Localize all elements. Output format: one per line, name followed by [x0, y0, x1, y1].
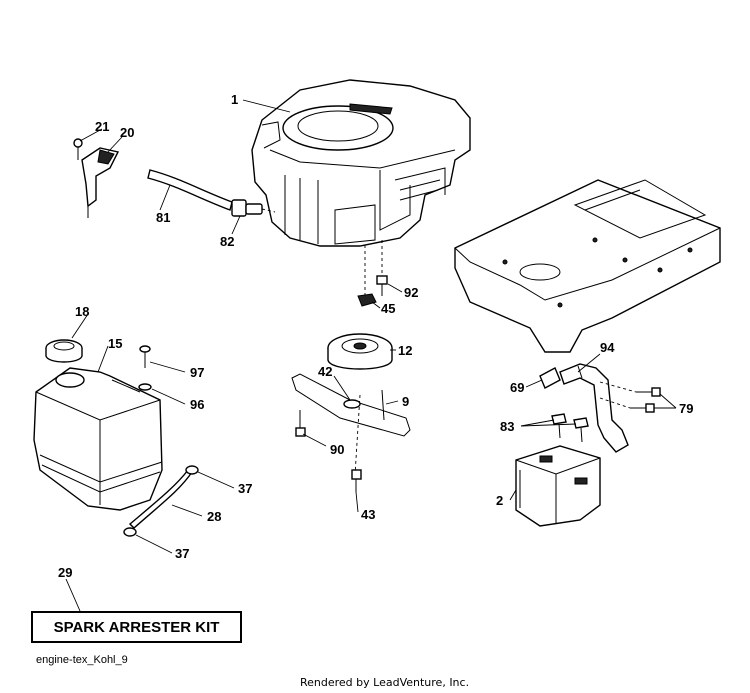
callout-2: 2 — [496, 493, 503, 508]
hose-clamp-37-bottom — [123, 527, 137, 537]
pulley — [327, 333, 393, 370]
callout-43: 43 — [361, 507, 375, 522]
callout-97: 97 — [190, 365, 204, 380]
callout-20: 20 — [120, 125, 134, 140]
bolt-83-left — [551, 413, 567, 439]
callout-1: 1 — [231, 92, 238, 107]
callout-18: 18 — [75, 304, 89, 319]
bolt-92 — [376, 275, 388, 296]
callout-92: 92 — [404, 285, 418, 300]
callout-29: 29 — [58, 565, 72, 580]
screw-97 — [139, 345, 151, 368]
callout-81: 81 — [156, 210, 170, 225]
callout-37-top: 37 — [238, 481, 252, 496]
fuel-line — [147, 169, 233, 211]
bolt-79-top — [636, 387, 661, 397]
bolt-90 — [295, 410, 306, 437]
callout-37-bottom: 37 — [175, 546, 189, 561]
callout-79: 79 — [679, 401, 693, 416]
hose-clamp-37-top — [185, 465, 199, 475]
callout-15: 15 — [108, 336, 122, 351]
callout-28: 28 — [207, 509, 221, 524]
exhaust-pipe — [559, 363, 629, 453]
nut-45 — [357, 293, 377, 307]
callout-42: 42 — [318, 364, 332, 379]
fuel-fitting — [231, 199, 276, 217]
washer-42 — [343, 399, 361, 409]
screw-21 — [73, 138, 83, 160]
fuel-cap — [45, 339, 83, 363]
callout-45: 45 — [381, 301, 395, 316]
frame-plate — [454, 179, 721, 353]
bolt-83-right — [573, 417, 589, 443]
callout-96: 96 — [190, 397, 204, 412]
fuel-hose — [128, 469, 194, 529]
bolt-79-bottom — [630, 403, 655, 413]
spark-arrester-kit-label[interactable]: SPARK ARRESTER KIT — [31, 611, 242, 643]
callout-9: 9 — [402, 394, 409, 409]
callout-82: 82 — [220, 234, 234, 249]
idler-bracket — [291, 373, 411, 437]
callout-69: 69 — [510, 380, 524, 395]
callout-90: 90 — [330, 442, 344, 457]
fuel-tank — [33, 367, 163, 511]
washer-96 — [138, 383, 152, 391]
leader-lines — [65, 99, 677, 612]
callouts: 1 21 20 81 82 92 45 12 18 15 97 96 42 9 … — [58, 92, 693, 580]
bolt-43 — [351, 469, 362, 492]
engine — [251, 79, 471, 247]
diagram-code: engine-tex_Kohl_9 — [36, 654, 128, 666]
muffler — [515, 445, 601, 527]
throttle-bracket — [81, 147, 120, 218]
footer-credit: Rendered by LeadVenture, Inc. — [300, 676, 470, 689]
callout-94: 94 — [600, 340, 615, 355]
callout-21: 21 — [95, 119, 109, 134]
gasket-69 — [539, 367, 561, 389]
callout-12: 12 — [398, 343, 412, 358]
callout-83: 83 — [500, 419, 514, 434]
